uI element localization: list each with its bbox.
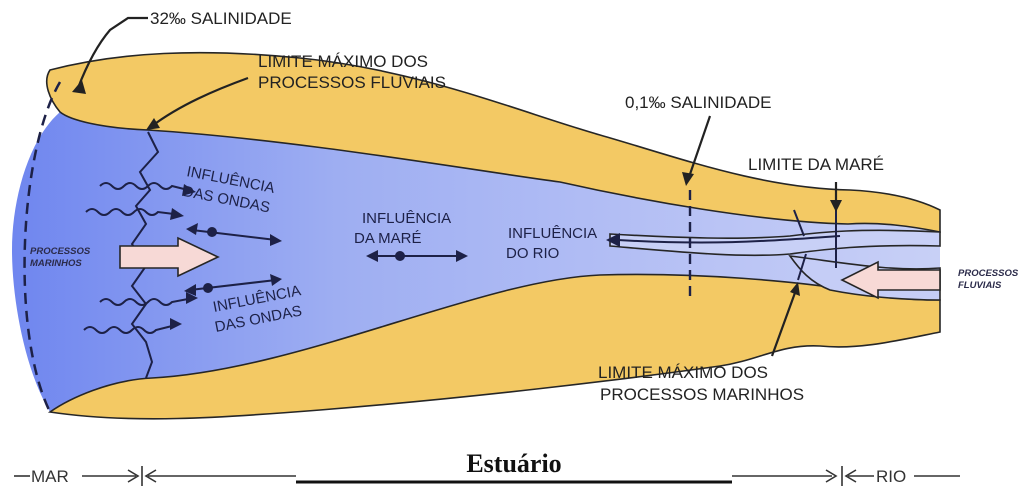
tide-limit-label: LIMITE DA MARÉ bbox=[748, 155, 884, 174]
wave-arrowhead-upper-1 bbox=[182, 184, 196, 196]
scale-sea-label: MAR bbox=[31, 467, 69, 486]
river-flow-arrow bbox=[617, 235, 841, 244]
wave-arrowhead-upper-2 bbox=[170, 208, 184, 220]
marine-processes-line2: MARINHOS bbox=[30, 258, 82, 269]
wave-oscillation-arrow-upper bbox=[191, 229, 277, 241]
wave-oscillation-arrowhead-upper-right bbox=[270, 234, 282, 246]
salinity-high-callout bbox=[76, 16, 148, 89]
scale-sea-arrowhead bbox=[127, 469, 140, 483]
fluvial-process-arrow bbox=[840, 260, 941, 300]
marine-processes-line1: PROCESSOS bbox=[30, 246, 91, 257]
tide-oscillation-dot bbox=[395, 251, 405, 261]
tide-limit-arrowhead bbox=[830, 200, 842, 212]
fluvial-processes-line2: FLUVIAIS bbox=[958, 280, 1002, 291]
salinity-low-callout bbox=[686, 115, 712, 181]
scale-estuary-right-arrowhead bbox=[825, 469, 838, 483]
marine-limit-callout bbox=[770, 289, 798, 357]
wave-arrow-lower-1 bbox=[99, 298, 189, 306]
marine-limit-mark-bottom bbox=[797, 253, 807, 281]
scale-river-label: RIO bbox=[876, 467, 906, 486]
scale-river-arrowhead bbox=[844, 469, 857, 483]
wave-arrow-upper-2 bbox=[85, 208, 175, 216]
lower-land-bank bbox=[47, 273, 941, 420]
wave-arrowhead-lower-2 bbox=[170, 318, 182, 330]
estuary-title-bg bbox=[296, 448, 732, 484]
river-channel bbox=[609, 229, 941, 257]
fluvial-limit-arrowhead bbox=[146, 118, 160, 130]
marine-limit-label-line2: PROCESSOS MARINHOS bbox=[600, 385, 804, 404]
wave-arrowhead-lower-1 bbox=[186, 292, 198, 304]
river-influence-line1: INFLUÊNCIA bbox=[508, 225, 597, 242]
salinity-high-arrowhead bbox=[72, 80, 86, 94]
tide-influence-line1: INFLUÊNCIA bbox=[362, 210, 451, 227]
marine-limit-label-line1: LIMITE MÁXIMO DOS bbox=[598, 363, 768, 382]
sea-boundary bbox=[23, 81, 62, 413]
tide-oscillation-arrowhead-right bbox=[456, 250, 468, 262]
wave-arrow-upper-1 bbox=[99, 182, 189, 191]
upper-land-bank bbox=[45, 51, 941, 233]
marine-limit-arrowhead bbox=[790, 282, 800, 296]
wave-oscillation-arrowhead-lower-left bbox=[184, 284, 196, 296]
fluvial-processes-line1: PROCESSOS bbox=[958, 268, 1019, 279]
river-flow-arrowhead bbox=[606, 233, 620, 247]
scale-estuary-left-arrowhead bbox=[144, 469, 157, 483]
fluvial-limit-label-line1: LIMITE MÁXIMO DOS bbox=[258, 52, 428, 71]
marine-process-arrow bbox=[119, 236, 220, 278]
marine-limit-mark-top bbox=[793, 209, 805, 237]
salinity-low-arrowhead bbox=[682, 172, 694, 186]
tide-influence-line2: DA MARÉ bbox=[354, 230, 422, 247]
tide-oscillation-arrowhead-left bbox=[366, 250, 378, 262]
fluvial-limit-callout bbox=[151, 76, 249, 127]
wave-oscillation-dot-upper bbox=[207, 227, 217, 237]
wave-arrow-lower-2 bbox=[83, 325, 173, 334]
fluvial-limit-label-line2: PROCESSOS FLUVIAIS bbox=[258, 73, 446, 92]
salinity-high-label: 32‰ SALINIDADE bbox=[150, 9, 292, 28]
wave-oscillation-dot-lower bbox=[203, 283, 213, 293]
river-influence-line2: DO RIO bbox=[506, 245, 559, 262]
salinity-low-label: 0,1‰ SALINIDADE bbox=[625, 93, 771, 112]
wave-oscillation-arrowhead-upper-left bbox=[186, 223, 198, 235]
estuary-title: Estuário bbox=[466, 449, 561, 478]
estuary-water bbox=[12, 112, 940, 412]
wave-oscillation-arrowhead-lower-right bbox=[270, 274, 282, 286]
